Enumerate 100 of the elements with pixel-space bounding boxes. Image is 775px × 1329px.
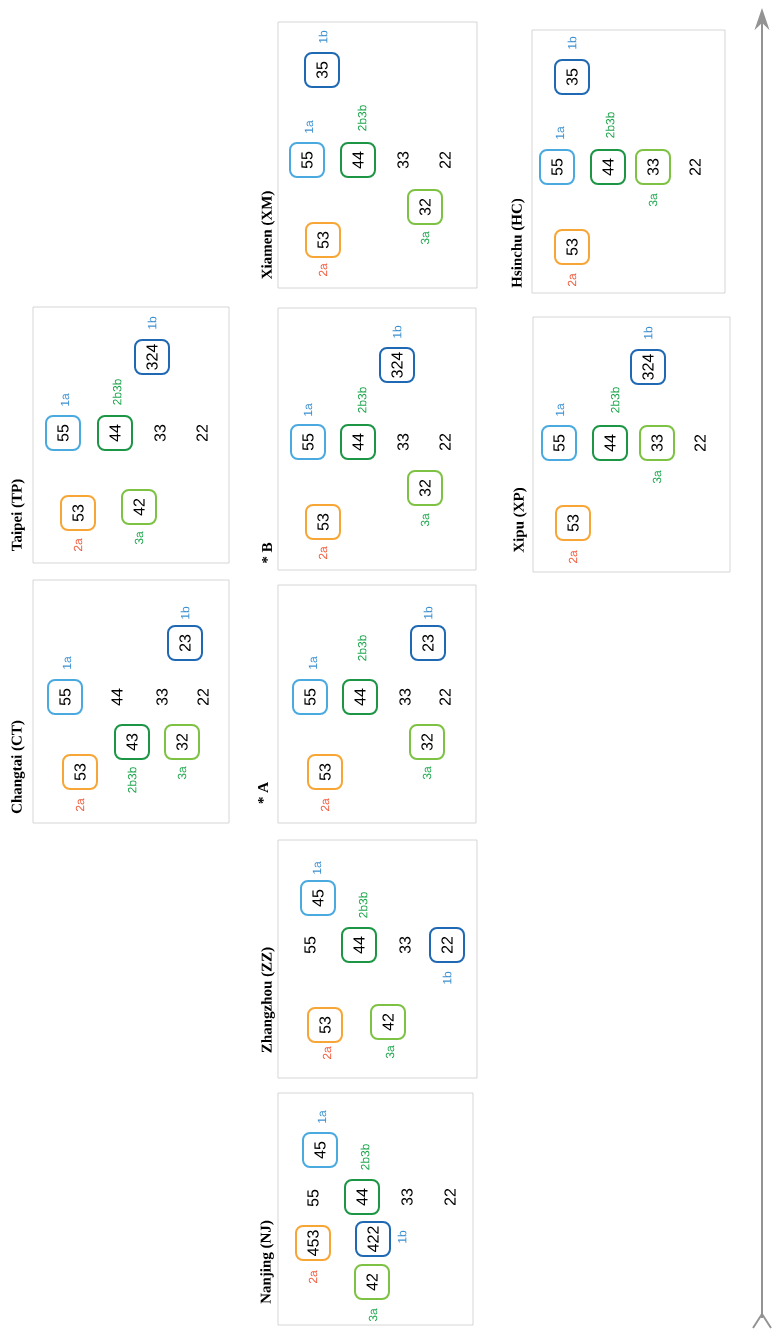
tone-box: 42 <box>121 489 157 525</box>
tone-label: 2a <box>567 273 577 287</box>
tone-label: 3a <box>422 766 432 780</box>
tone-box: 53 <box>60 495 96 531</box>
tone-value: 22 <box>439 688 451 706</box>
tone-value: 22 <box>439 151 451 169</box>
tone-label: 3a <box>385 1045 395 1059</box>
panel-title: Xiamen (XM) <box>261 191 275 280</box>
tone-value: 33 <box>401 1188 413 1206</box>
tone-label: 1b <box>442 971 452 984</box>
tone-box: 32 <box>409 724 445 760</box>
panel-title: * A <box>258 782 268 804</box>
panel-title: Taipei (TP) <box>11 479 25 551</box>
tone-label: 2b3b <box>605 112 615 138</box>
tone-label: 1a <box>62 656 72 669</box>
tone-box: 55 <box>541 425 577 461</box>
tone-box: 23 <box>410 625 446 661</box>
tone-box: 23 <box>167 625 203 661</box>
tone-box: 55 <box>289 142 325 178</box>
tone-box: 33 <box>635 149 671 185</box>
tone-label: 3a <box>420 513 430 527</box>
panel-title: Hsinchu (HC) <box>511 198 525 288</box>
tone-box: 422 <box>355 1221 391 1257</box>
tone-label: 1a <box>60 393 70 406</box>
panel-title: Nanjing (NJ) <box>260 1220 274 1304</box>
tone-label: 2a <box>318 263 328 277</box>
tone-box: 53 <box>554 229 590 265</box>
tone-box: 55 <box>47 679 83 715</box>
tone-label: 1b <box>147 316 157 329</box>
tone-label: 2b3b <box>357 635 367 661</box>
tone-label: 1a <box>312 861 322 874</box>
tone-value: 22 <box>689 158 701 176</box>
tone-box: 43 <box>114 724 150 760</box>
tone-label: 2a <box>75 798 85 812</box>
tone-box: 53 <box>305 222 341 258</box>
tone-box: 44 <box>340 142 376 178</box>
tone-value: 22 <box>444 1188 456 1206</box>
tone-box: 33 <box>639 425 675 461</box>
tone-value: 22 <box>694 434 706 452</box>
tone-box: 44 <box>344 1179 380 1215</box>
tone-box: 44 <box>590 149 626 185</box>
tone-label: 1b <box>180 606 190 619</box>
tone-box: 55 <box>292 679 328 715</box>
panel-title: * B <box>262 542 272 563</box>
tone-value: 55 <box>307 1189 319 1207</box>
panel-title: Zhangzhou (ZZ) <box>261 947 275 1053</box>
tone-label: 2b3b <box>360 1144 370 1170</box>
tone-box: 53 <box>555 505 591 541</box>
tone-box: 44 <box>342 679 378 715</box>
tone-box: 42 <box>354 1264 390 1300</box>
tone-box: 45 <box>300 880 336 916</box>
tone-label: 1b <box>567 36 577 49</box>
tone-label: 2a <box>322 1046 332 1060</box>
panel-title: Changtai (CT) <box>11 720 25 814</box>
tone-box: 55 <box>539 149 575 185</box>
tone-value: 33 <box>399 936 411 954</box>
tone-box: 45 <box>302 1132 338 1168</box>
tone-value: 33 <box>399 688 411 706</box>
tone-value: 33 <box>397 151 409 169</box>
tone-value: 55 <box>304 936 316 954</box>
tone-label: 1b <box>392 325 402 338</box>
tone-label: 3a <box>368 1308 378 1322</box>
tone-label: 3a <box>177 766 187 780</box>
tone-label: 1b <box>643 326 653 339</box>
tone-label: 3a <box>652 470 662 484</box>
tone-box: 55 <box>45 415 81 451</box>
tone-label: 2a <box>568 550 578 564</box>
tone-box: 32 <box>407 470 443 506</box>
tone-label: 1b <box>397 1230 407 1243</box>
tone-box: 32 <box>407 189 443 225</box>
tone-box: 32 <box>164 724 200 760</box>
tone-box: 44 <box>592 425 628 461</box>
tone-label: 2a <box>318 546 328 560</box>
tone-label: 1b <box>423 606 433 619</box>
tone-value: 33 <box>397 433 409 451</box>
tone-box: 53 <box>307 1007 343 1043</box>
tone-label: 1a <box>555 126 565 139</box>
tone-box: 22 <box>429 927 465 963</box>
tone-label: 2b3b <box>357 105 367 131</box>
panel-title: Xipu (XP) <box>513 487 527 553</box>
tone-label: 3a <box>134 531 144 545</box>
tone-label: 1a <box>308 656 318 669</box>
tone-box: 35 <box>304 52 340 88</box>
tone-value: 33 <box>156 688 168 706</box>
tone-box: 35 <box>554 59 590 95</box>
tone-label: 3a <box>648 193 658 207</box>
tone-label: 3a <box>420 231 430 245</box>
tone-box: 453 <box>295 1225 331 1261</box>
tone-box: 53 <box>307 754 343 790</box>
tone-label: 2b3b <box>127 767 137 793</box>
tone-label: 1b <box>318 30 328 43</box>
tone-label: 1a <box>303 403 313 416</box>
tone-box: 53 <box>62 754 98 790</box>
tone-label: 2b3b <box>610 387 620 413</box>
tone-label: 2b3b <box>112 379 122 405</box>
tone-box: 324 <box>134 339 170 375</box>
tone-label: 2b3b <box>357 387 367 413</box>
tone-value: 33 <box>154 424 166 442</box>
tone-label: 2a <box>73 538 83 552</box>
tone-value: 22 <box>439 433 451 451</box>
